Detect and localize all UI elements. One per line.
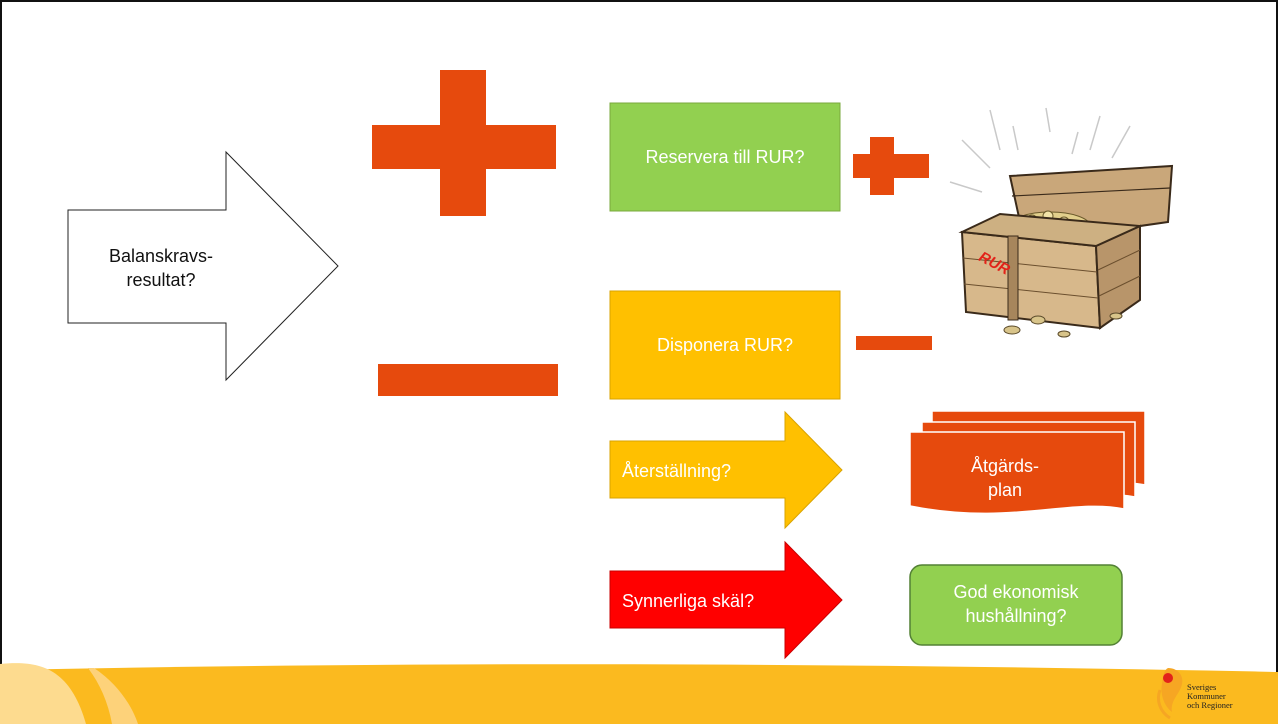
balance-label-line1: Balanskravs-	[108, 246, 214, 266]
good-economy-line2: hushållning?	[965, 606, 1067, 626]
reserve-box	[609, 102, 841, 212]
logo-line3: och Regioner	[1187, 700, 1233, 710]
treasure-chest-image	[949, 107, 1174, 338]
small-plus-icon	[853, 137, 929, 195]
good-economy-line1: God ekonomisk	[953, 582, 1079, 602]
logo-line2: Kommuner	[1187, 691, 1226, 701]
good-economy-box	[909, 564, 1123, 646]
restore-arrow	[609, 410, 843, 530]
dispose-label: Disponera RUR?	[656, 335, 794, 355]
balance-label-line2: resultat?	[126, 270, 196, 290]
action-plan-line2: plan	[987, 480, 1023, 500]
good-economy-label: God ekonomisk hushållning?	[910, 570, 1122, 638]
balance-arrow	[67, 150, 339, 382]
big-plus-icon	[372, 70, 556, 216]
action-plan-label: Åtgärds- plan	[930, 448, 1080, 508]
balance-label: Balanskravs- resultat?	[86, 236, 236, 300]
action-plan-line1: Åtgärds-	[970, 456, 1040, 476]
footer-band	[0, 663, 1278, 724]
big-minus-icon	[378, 364, 558, 396]
dispose-box	[609, 290, 841, 400]
special-reasons-label: Synnerliga skäl?	[622, 591, 755, 611]
reserve-label: Reservera till RUR?	[645, 147, 805, 167]
logo-line1: Sveriges	[1187, 682, 1217, 692]
restore-label: Återställning?	[622, 461, 732, 481]
action-plan-documents	[909, 410, 1146, 515]
skr-logo-text: Sveriges Kommuner och Regioner	[1187, 683, 1233, 710]
special-reasons-arrow	[609, 540, 843, 660]
skr-logo-icon	[1156, 668, 1183, 720]
small-minus-icon	[856, 336, 932, 350]
